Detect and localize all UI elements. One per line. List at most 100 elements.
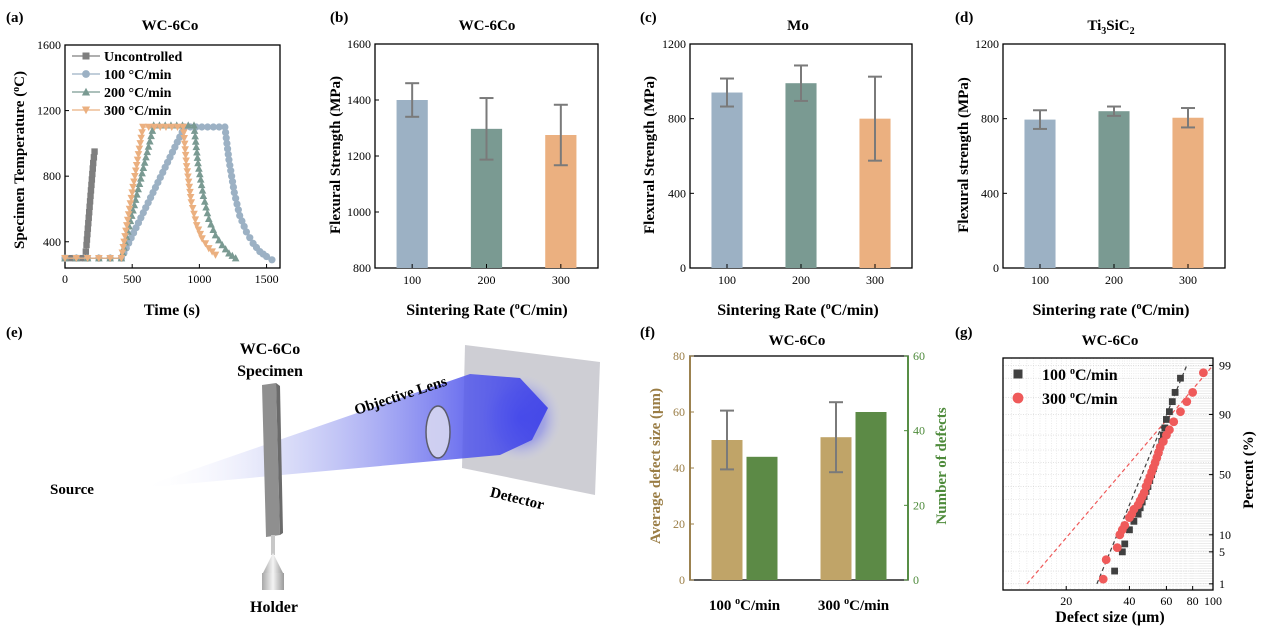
chart-a-point bbox=[209, 123, 217, 131]
chart-a-point bbox=[83, 241, 90, 249]
chart-a-ylabel: Specimen Temperature (oC) bbox=[11, 71, 28, 249]
chart-a-point bbox=[179, 123, 188, 131]
chart-g-point bbox=[1111, 567, 1119, 575]
chart-a-point bbox=[190, 210, 198, 218]
chart-a-point bbox=[86, 203, 93, 210]
chart-a-point bbox=[193, 148, 201, 156]
chart-a-point bbox=[138, 169, 146, 177]
chart-a-xtick-label: 1000 bbox=[187, 272, 211, 286]
chart-a-point bbox=[194, 159, 202, 167]
chart-a-ytick-label: 1200 bbox=[37, 104, 61, 118]
panel-label-g: (g) bbox=[955, 325, 973, 341]
chart-a-point bbox=[90, 159, 97, 167]
chart-c-ylabel: Flexural Strength (MPa) bbox=[642, 76, 658, 234]
chart-a-xtick-label: 500 bbox=[123, 272, 141, 286]
chart-c-bar bbox=[785, 83, 817, 268]
chart-d-title: Ti3SiC2 bbox=[1087, 18, 1134, 37]
chart-a-point bbox=[221, 128, 230, 137]
chart-g-xtick-label: 60 bbox=[1160, 594, 1172, 608]
chart-g-point bbox=[1112, 543, 1122, 553]
chart-a-legend-label: 200 °C/min bbox=[104, 86, 172, 101]
chart-a-point bbox=[236, 211, 244, 220]
chart-a-point bbox=[87, 192, 94, 200]
chart-a-point bbox=[222, 134, 230, 142]
chart-a-ytick-label: 800 bbox=[43, 169, 61, 183]
chart-a-point bbox=[242, 228, 251, 236]
chart-a-point bbox=[185, 183, 194, 191]
panel-label-c: (c) bbox=[640, 10, 657, 26]
chart-a-point bbox=[231, 254, 240, 262]
chart-a-point bbox=[89, 170, 96, 178]
chart-a-point bbox=[200, 197, 209, 205]
chart-a-point bbox=[134, 151, 143, 159]
chart-g-fit-line bbox=[1026, 365, 1213, 585]
chart-a-point bbox=[207, 220, 215, 228]
chart-a-point bbox=[184, 121, 193, 129]
chart-a-point bbox=[82, 248, 90, 255]
chart-a-point bbox=[134, 185, 143, 193]
chart-f-bar-count bbox=[855, 412, 887, 580]
chart-a-point bbox=[86, 198, 94, 205]
chart-a-point bbox=[83, 254, 92, 263]
chart-g-ytick-label: 99 bbox=[1219, 358, 1231, 372]
chart-a-point bbox=[132, 162, 141, 170]
chart-a-xlabel: Time (s) bbox=[144, 302, 200, 319]
chart-a-point bbox=[91, 148, 98, 155]
chart-a-legend-marker bbox=[82, 52, 90, 60]
chart-a-point bbox=[162, 123, 170, 131]
chart-g-xlabel: Defect size (μm) bbox=[1055, 609, 1164, 626]
chart-a-point bbox=[211, 231, 220, 239]
chart-d-ytick-label: 1200 bbox=[975, 37, 999, 51]
chart-a-point bbox=[118, 249, 127, 257]
chart-d-bar bbox=[1098, 111, 1130, 268]
chart-a-point bbox=[136, 174, 145, 182]
holder-rod bbox=[271, 535, 275, 555]
chart-d-ytick-label: 800 bbox=[981, 112, 999, 126]
chart-a-point bbox=[181, 151, 190, 160]
chart-g-point bbox=[1188, 388, 1198, 397]
chart-a-point bbox=[135, 145, 144, 153]
chart-g-point bbox=[1098, 574, 1108, 584]
chart-b-xtick-label: 300 bbox=[552, 273, 570, 287]
chart-c-bar bbox=[711, 92, 743, 269]
source-label: Source bbox=[50, 482, 94, 498]
chart-a-point bbox=[195, 164, 203, 172]
chart-a-point bbox=[140, 158, 149, 166]
chart-d-ylabel: Flexural strength (MPa) bbox=[956, 77, 972, 233]
chart-a-point bbox=[233, 200, 241, 208]
chart-a-point bbox=[180, 140, 189, 148]
chart-a-point bbox=[83, 236, 91, 243]
chart-a-point bbox=[196, 230, 205, 239]
chart-a-xtick-label: 0 bbox=[62, 272, 68, 286]
chart-a-point bbox=[133, 190, 141, 198]
chart-b-xtick-label: 100 bbox=[403, 273, 421, 287]
chart-a-point bbox=[84, 225, 92, 232]
chart-g-ytick-label: 10 bbox=[1219, 528, 1231, 542]
chart-g-point bbox=[1182, 397, 1192, 407]
chart-a-point bbox=[186, 194, 195, 202]
chart-a-point bbox=[173, 123, 182, 131]
chart-a-point bbox=[88, 176, 96, 183]
detector-label: Detector bbox=[488, 485, 546, 514]
specimen-label-line1: WC-6Co bbox=[240, 341, 300, 358]
chart-a-legend-label: Uncontrolled bbox=[104, 50, 183, 65]
chart-a-point bbox=[191, 137, 200, 145]
chart-b-ytick-label: 1400 bbox=[347, 93, 371, 107]
chart-a-point bbox=[121, 233, 129, 241]
x-ray-beam bbox=[140, 374, 548, 488]
panel-label-b: (b) bbox=[330, 10, 348, 26]
chart-a-point bbox=[204, 214, 213, 223]
chart-a-point bbox=[188, 204, 197, 213]
chart-a-point bbox=[122, 227, 130, 235]
chart-a-point bbox=[194, 226, 203, 234]
chart-f-ytick-left-label: 40 bbox=[673, 461, 685, 475]
chart-b-ytick-label: 1600 bbox=[347, 37, 371, 51]
chart-a-point bbox=[221, 245, 230, 253]
chart-a-point bbox=[192, 222, 201, 230]
chart-a-point bbox=[106, 254, 114, 263]
chart-c-xtick-label: 300 bbox=[866, 273, 884, 287]
chart-f-ytick-left-label: 0 bbox=[679, 573, 685, 587]
chart-a-point bbox=[123, 216, 132, 224]
